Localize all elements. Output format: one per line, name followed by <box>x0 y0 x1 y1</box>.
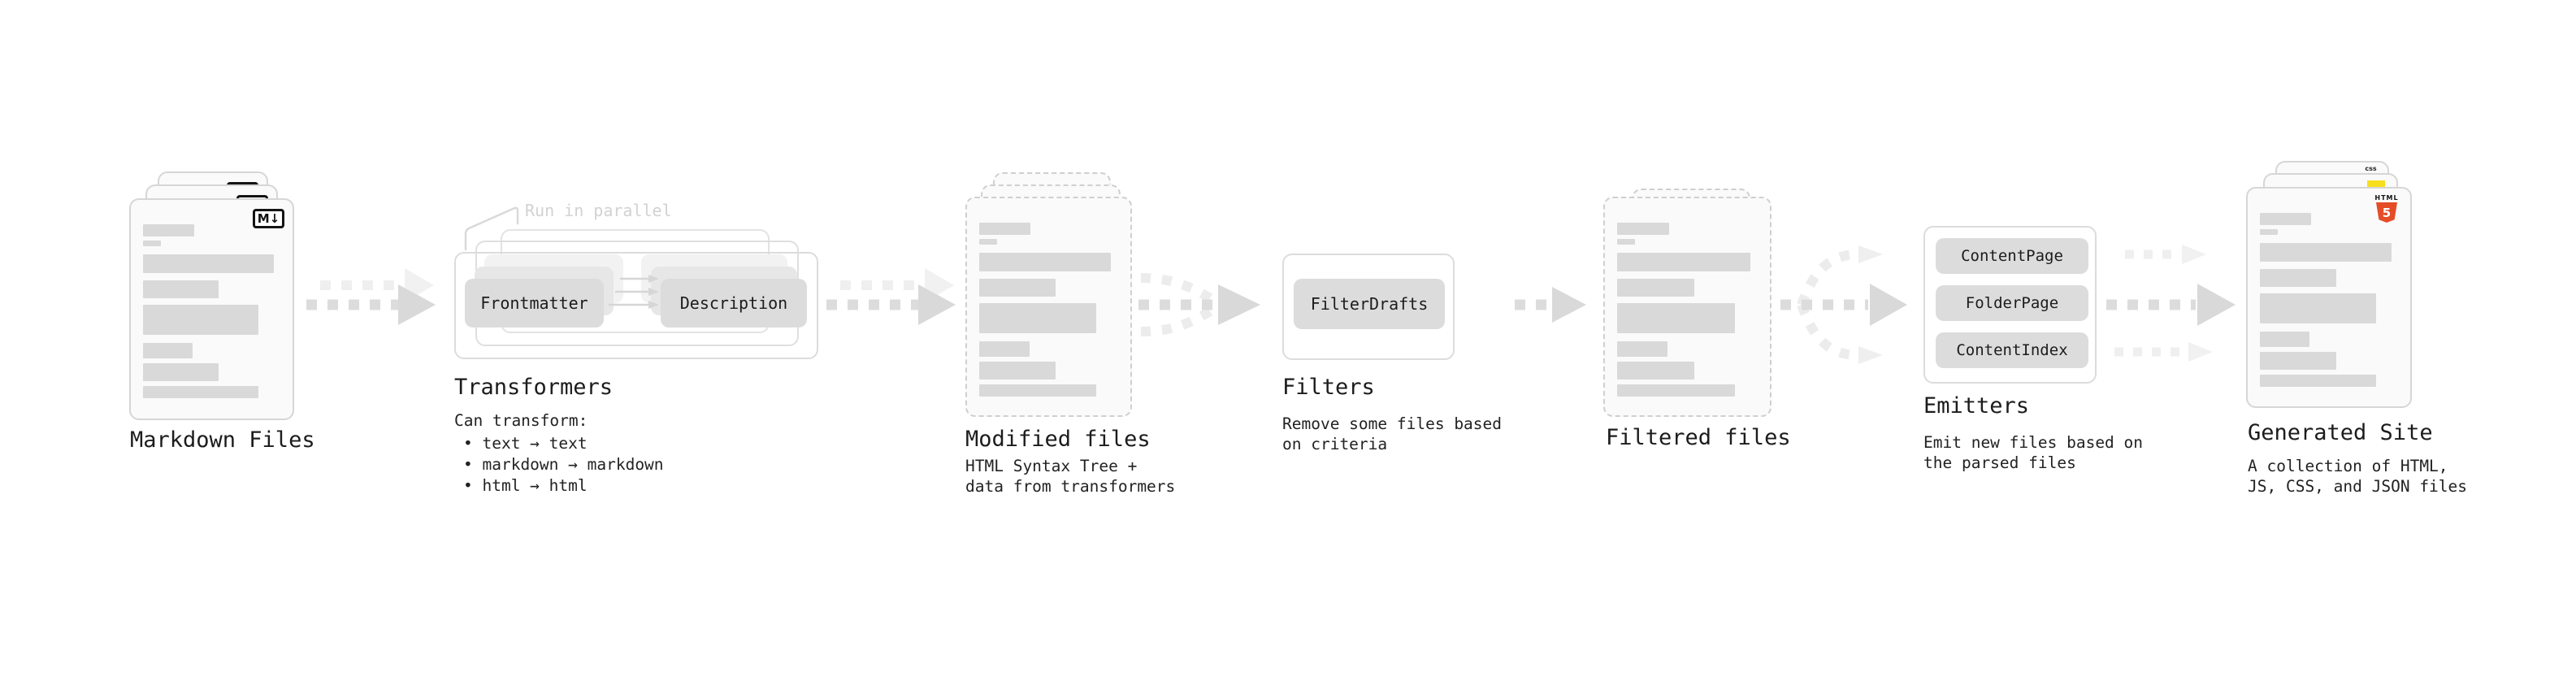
skeleton-bar <box>2260 352 2336 370</box>
skeleton-bar <box>2260 332 2310 347</box>
skeleton-bar <box>2260 243 2392 262</box>
skeleton-bar <box>979 253 1112 271</box>
skeleton-bar <box>979 384 1096 397</box>
generated-site-description: A collection of HTML, <box>2248 457 2448 475</box>
skeleton-bar <box>143 254 274 273</box>
flow-arrow-modified-to-filters <box>1138 273 1260 336</box>
markdown-files-label: Markdown Files <box>130 427 315 453</box>
flow-arrow-emitters-to-generated <box>2106 245 2236 362</box>
document-skeleton <box>143 224 280 398</box>
document-skeleton <box>979 223 1118 397</box>
skeleton-bar <box>1617 253 1751 271</box>
html5-icon-number: 5 <box>2382 205 2392 220</box>
document-skeleton <box>1617 223 1758 397</box>
skeleton-bar <box>2260 293 2376 323</box>
transformers-description-title: Can transform: <box>454 411 588 430</box>
filters-description: Remove some files based <box>1282 414 1503 433</box>
skeleton-bar <box>979 303 1096 333</box>
skeleton-bar <box>143 363 219 381</box>
transformers-bullet: • html → html <box>463 476 588 495</box>
skeleton-bar <box>979 279 1056 297</box>
emitters-box: ContentPage FolderPage ContentIndex <box>1923 226 2097 384</box>
parallel-arrows <box>609 275 659 309</box>
skeleton-bar <box>143 280 219 298</box>
skeleton-bar <box>143 343 193 358</box>
markdown-icon-glyph: M↓ <box>257 211 280 226</box>
skeleton-bar <box>143 241 161 246</box>
modified-files-description: HTML Syntax Tree + <box>965 457 1138 475</box>
markdown-file-card-front: M↓ <box>129 198 294 420</box>
filtered-file-card-front <box>1603 197 1772 417</box>
flow-arrow-filtered-to-emitters <box>1780 245 1907 364</box>
description-transformer-node: Description <box>661 279 807 327</box>
transformers-bullet: • markdown → markdown <box>463 455 664 474</box>
filterdrafts-filter-node: FilterDrafts <box>1294 279 1445 329</box>
emitters-description: Emit new files based on <box>1923 433 2144 452</box>
filtered-files-label: Filtered files <box>1606 425 1791 450</box>
filters-heading: Filters <box>1282 375 1375 400</box>
skeleton-bar <box>1617 303 1736 333</box>
flow-arrow-transformers-to-modified <box>826 268 956 325</box>
skeleton-bar <box>1617 384 1736 397</box>
emitters-heading: Emitters <box>1923 393 2030 419</box>
flow-arrow-filters-to-filtered <box>1515 287 1586 323</box>
html5-icon-label: HTML <box>2374 194 2399 202</box>
skeleton-bar <box>2260 375 2376 387</box>
css-icon-label: css <box>2365 165 2377 172</box>
generated-site-label: Generated Site <box>2248 420 2433 445</box>
folderpage-emitter-node: FolderPage <box>1936 285 2088 321</box>
skeleton-bar <box>143 224 194 236</box>
emitters-description: the parsed files <box>1923 453 2076 472</box>
skeleton-bar <box>1617 223 1669 235</box>
skeleton-bar <box>979 223 1031 235</box>
flow-arrow-markdown-to-transformers <box>306 268 436 325</box>
modified-file-card-front <box>965 197 1132 417</box>
skeleton-bar <box>143 386 258 398</box>
transformers-box-front <box>454 252 818 359</box>
skeleton-bar <box>1617 279 1695 297</box>
html5-icon-shield: 5 <box>2376 202 2397 223</box>
skeleton-bar <box>2260 229 2279 235</box>
skeleton-bar <box>2260 269 2336 287</box>
generated-site-description: JS, CSS, and JSON files <box>2248 477 2468 496</box>
modified-files-label: Modified files <box>965 427 1151 452</box>
markdown-icon: M↓ <box>253 209 284 228</box>
generated-html-file-card: HTML 5 <box>2246 187 2412 408</box>
frontmatter-transformer-node: Frontmatter <box>465 279 604 327</box>
skeleton-bar <box>1617 239 1636 245</box>
transformers-heading: Transformers <box>454 375 614 400</box>
skeleton-bar <box>1617 362 1695 380</box>
contentpage-emitter-node: ContentPage <box>1936 238 2088 274</box>
skeleton-bar <box>979 341 1030 357</box>
skeleton-bar <box>2260 213 2311 225</box>
skeleton-bar <box>143 305 258 335</box>
modified-files-description: data from transformers <box>965 477 1176 496</box>
callout-leader-line <box>464 206 519 251</box>
document-skeleton <box>2260 213 2398 387</box>
filters-box <box>1282 254 1455 360</box>
run-in-parallel-callout: Run in parallel <box>525 201 672 220</box>
filters-description: on criteria <box>1282 435 1388 453</box>
html5-icon: HTML 5 <box>2373 194 2400 223</box>
skeleton-bar <box>979 362 1056 380</box>
skeleton-bar <box>979 239 998 245</box>
transformers-bullet: • text → text <box>463 434 588 453</box>
contentindex-emitter-node: ContentIndex <box>1936 332 2088 368</box>
skeleton-bar <box>1617 341 1668 357</box>
